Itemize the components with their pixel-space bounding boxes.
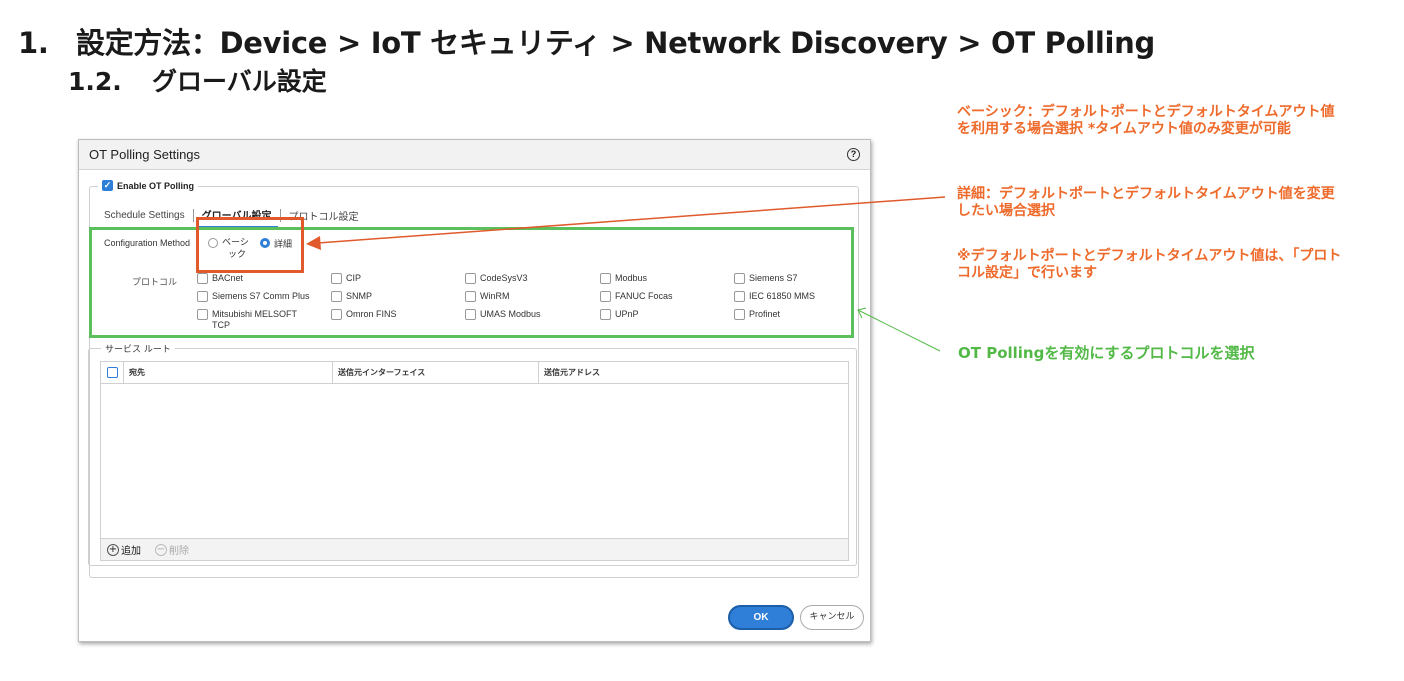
protocol-label-text: SNMP	[346, 291, 373, 301]
radio-basic[interactable]: ベーシック	[208, 237, 249, 261]
configuration-method-label: Configuration Method	[104, 238, 191, 248]
protocol-label-text: UPnP	[615, 309, 639, 319]
tab-divider	[279, 209, 281, 222]
minus-circle-icon: −	[155, 543, 167, 556]
radio-basic-label-line1: ベーシ	[222, 238, 249, 248]
protocol-label-text: Omron FINS	[346, 309, 397, 319]
cancel-button[interactable]: キャンセル	[800, 605, 864, 630]
radio-unselected-icon	[208, 238, 218, 248]
enable-ot-polling-checkbox[interactable]: ✓ Enable OT Polling	[98, 180, 199, 191]
column-source-interface[interactable]: 送信元インターフェイス	[332, 361, 538, 384]
protocol-checkbox-omron-fins[interactable]: Omron FINS	[331, 309, 397, 320]
protocol-label-text: CIP	[346, 273, 362, 283]
help-icon[interactable]: ?	[847, 148, 860, 161]
enable-ot-polling-label: Enable OT Polling	[117, 180, 195, 191]
subsection-title: グローバル設定	[152, 67, 327, 96]
service-route-label: サービス ルート	[101, 342, 175, 355]
basic-note: ベーシック：デフォルトポートとデフォルトタイムアウト値を利用する場合選択 *タイ…	[957, 104, 1335, 137]
protocol-select-note: OT Pollingを有効にするプロトコルを選択	[958, 344, 1255, 362]
protocol-checkbox-siemens-s7-comm-plus[interactable]: Siemens S7 Comm Plus	[197, 291, 310, 302]
radio-detail-label: 詳細	[274, 240, 293, 250]
section-title: 設定方法：Device > IoT セキュリティ > Network Disco…	[76, 26, 1155, 60]
dialog-title: OT Polling Settings	[89, 147, 201, 162]
service-route-table: 宛先 送信元インターフェイス 送信元アドレス +追加 −削除	[100, 361, 849, 561]
table-header: 宛先 送信元インターフェイス 送信元アドレス	[101, 361, 848, 384]
protocol-checkbox-upnp[interactable]: UPnP	[600, 309, 639, 320]
ok-button[interactable]: OK	[728, 605, 794, 630]
protocol-checkbox-snmp[interactable]: SNMP	[331, 291, 372, 302]
plus-circle-icon: +	[107, 543, 119, 556]
radio-basic-label-line2: ック	[228, 250, 247, 260]
protocol-label-text: Siemens S7 Comm Plus	[212, 291, 310, 301]
orange-arrow-line	[317, 196, 946, 244]
protocol-label-text: Siemens S7	[749, 273, 798, 283]
protocol-checkbox-modbus[interactable]: Modbus	[600, 273, 647, 284]
protocol-checkbox-cip[interactable]: CIP	[331, 273, 361, 284]
subsection-heading: 1.2. グローバル設定	[68, 62, 327, 98]
protocol-label-text: WinRM	[480, 291, 510, 301]
radio-selected-icon	[260, 238, 270, 248]
protocol-checkbox-siemens-s7[interactable]: Siemens S7	[734, 273, 798, 284]
protocol-label: プロトコル	[132, 278, 178, 288]
protocol-label-text: UMAS Modbus	[480, 309, 541, 319]
protocol-settings-note: ※デフォルトポートとデフォルトタイムアウト値は、「プロトコル設定」で行います	[957, 248, 1342, 281]
detail-note: 詳細：デフォルトポートとデフォルトタイムアウト値を変更したい場合選択	[957, 186, 1335, 219]
checkmark-icon: ✓	[102, 180, 113, 191]
protocol-checkbox-fanuc-focas[interactable]: FANUC Focas	[600, 291, 673, 302]
protocol-checkbox-umas-modbus[interactable]: UMAS Modbus	[465, 309, 541, 320]
protocol-label-text: CodeSysV3	[480, 273, 528, 283]
protocol-label-text: Mitsubishi MELSOFT TCP	[212, 309, 297, 330]
section-heading: 1. 設定方法：Device > IoT セキュリティ > Network Dis…	[18, 20, 1155, 62]
column-source-address[interactable]: 送信元アドレス	[538, 361, 848, 384]
green-arrow-head	[857, 307, 867, 319]
protocol-checkbox-iec-61850-mms[interactable]: IEC 61850 MMS	[734, 291, 815, 302]
protocol-label-text: BACnet	[212, 273, 244, 283]
protocol-checkbox-bacnet[interactable]: BACnet	[197, 273, 243, 284]
protocol-highlight-box	[89, 227, 854, 338]
protocol-checkbox-codesysv3[interactable]: CodeSysV3	[465, 273, 528, 284]
protocol-label-text: IEC 61850 MMS	[749, 291, 816, 301]
tab-divider	[192, 209, 194, 222]
protocol-label-text: Modbus	[615, 273, 648, 283]
subsection-number: 1.2.	[68, 67, 122, 96]
green-arrow-line	[869, 315, 941, 352]
tab-schedule-settings[interactable]: Schedule Settings	[104, 210, 185, 221]
tab-protocol-settings[interactable]: プロトコル設定	[288, 212, 359, 223]
protocol-label-text: Profinet	[749, 309, 781, 319]
method-highlight-box	[196, 217, 304, 273]
add-button[interactable]: +追加	[107, 542, 141, 557]
section-number: 1.	[18, 26, 49, 60]
orange-arrow-head	[306, 236, 321, 250]
radio-detail[interactable]: 詳細	[260, 237, 292, 250]
protocol-checkbox-profinet[interactable]: Profinet	[734, 309, 780, 320]
delete-button[interactable]: −削除	[155, 542, 189, 557]
protocol-label-text: FANUC Focas	[615, 291, 673, 301]
dialog-header: OT Polling Settings ?	[79, 140, 870, 170]
select-all-checkbox[interactable]	[101, 367, 123, 378]
column-destination[interactable]: 宛先	[123, 361, 332, 384]
table-toolbar: +追加 −削除	[101, 538, 848, 560]
delete-label: 削除	[169, 546, 189, 557]
protocol-checkbox-mitsubishi-melsoft-tcp[interactable]: Mitsubishi MELSOFT TCP	[197, 309, 307, 331]
add-label: 追加	[121, 546, 141, 557]
protocol-checkbox-winrm[interactable]: WinRM	[465, 291, 510, 302]
green-arrow-tip	[857, 309, 871, 317]
service-route-fieldset: サービス ルート 宛先 送信元インターフェイス 送信元アドレス +追加 −削除	[88, 342, 857, 566]
